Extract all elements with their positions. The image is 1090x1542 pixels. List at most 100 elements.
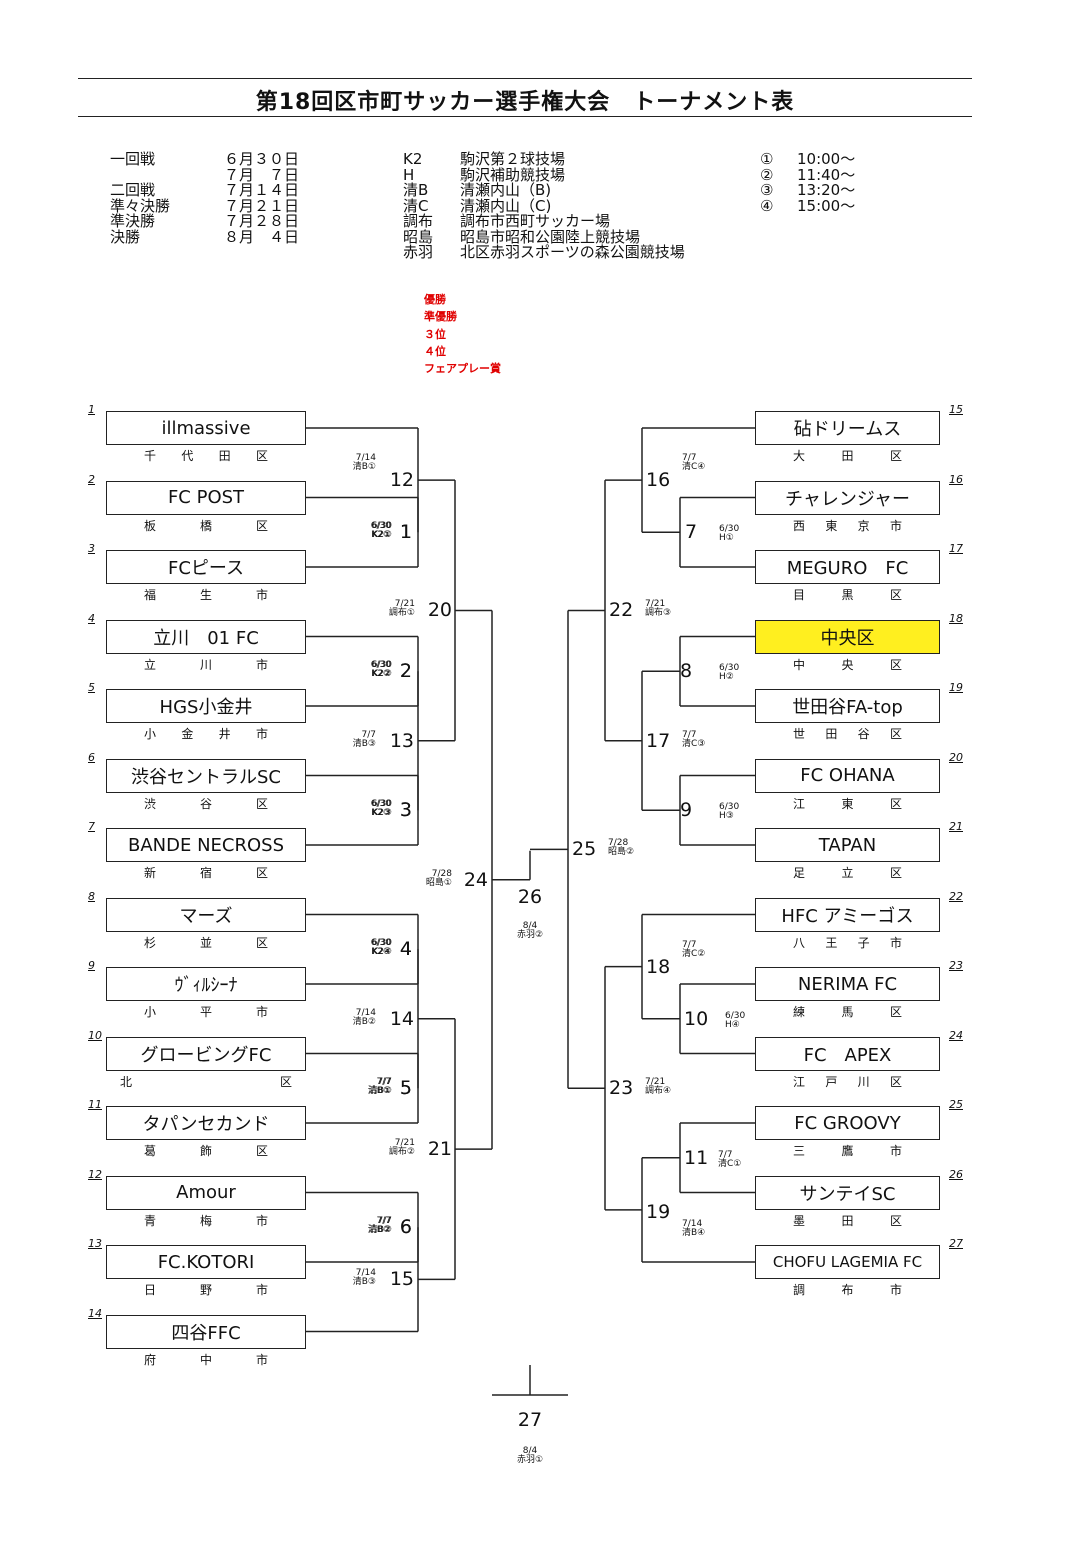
schedule-round: 一回戦 — [110, 150, 156, 168]
match-number: 4 — [399, 938, 412, 961]
team-box: FC OHANA — [755, 758, 940, 793]
ward-char: 練 — [793, 1005, 806, 1019]
ward-char: 区 — [889, 727, 902, 741]
seed-number: 13 — [88, 1237, 102, 1250]
ward-char: 区 — [889, 1074, 902, 1089]
ward-label: 葛飾区 — [144, 1142, 268, 1158]
match-date: 6/30 — [370, 938, 391, 949]
match-venue: 清C② — [682, 948, 706, 959]
match-venue: 調布④ — [645, 1086, 672, 1097]
time-slot: ① — [760, 150, 774, 168]
ward-label: 北区 — [120, 1073, 292, 1089]
schedule-round: 二回戦 — [110, 181, 156, 199]
venue-code: 赤羽 — [403, 243, 434, 261]
team-box: FC APEX — [755, 1036, 940, 1071]
ward-char: 立 — [144, 657, 157, 672]
match-date: 7/28 — [608, 838, 629, 849]
ward-label: 西東京市 — [793, 517, 902, 533]
match-venue: 昭島② — [608, 847, 635, 858]
venue-name: 昭島市昭和公園陸上競技場 — [460, 227, 641, 246]
ward-char: 市 — [889, 935, 902, 950]
match-venue: 赤羽① — [516, 1455, 544, 1465]
ward-char: 京 — [857, 518, 870, 533]
ward-char: 大 — [793, 449, 806, 463]
ward-label: 小平市 — [144, 1003, 268, 1019]
match-number: 22 — [609, 599, 634, 622]
time-value: 11:40～ — [797, 165, 856, 184]
schedule-round: 決勝 — [110, 227, 141, 246]
ward-char: 区 — [889, 866, 902, 880]
ward-char: 区 — [889, 796, 902, 811]
match-venue: 清B② — [368, 1225, 392, 1236]
ward-char: 市 — [255, 588, 268, 602]
schedule-date: ７月２１日 — [224, 196, 300, 215]
match-date: 8/4 — [522, 920, 538, 931]
match-date: 6/30 — [370, 799, 391, 810]
match-date: 7/14 — [355, 1268, 376, 1279]
ward-char: 小 — [144, 727, 157, 741]
match-number: 21 — [427, 1138, 452, 1161]
match-date: 7/28 — [431, 868, 452, 879]
ward-label: 江東区 — [793, 795, 902, 811]
team-box: マーズ — [106, 897, 306, 932]
ward-label: 墨田区 — [793, 1212, 902, 1228]
seed-number: 26 — [949, 1167, 963, 1181]
match-date: 7/7 — [361, 729, 376, 740]
match-venue: H④ — [725, 1019, 740, 1030]
match-number: 4 — [399, 938, 412, 961]
seed-number: 27 — [949, 1237, 963, 1250]
match-number: 19 — [646, 1200, 671, 1223]
match-number: 12 — [389, 469, 414, 492]
seed-number: 15 — [949, 403, 963, 416]
ward-char: 板 — [144, 518, 157, 533]
match-number: 3 — [399, 799, 412, 822]
award-label: フェアプレー賞 — [424, 362, 501, 376]
seed-number: 10 — [88, 1028, 102, 1042]
venue-code: 清C — [403, 196, 429, 215]
ward-char: 代 — [181, 449, 194, 463]
match-number: 6 — [399, 1216, 412, 1239]
team-box: サンテイSC — [755, 1175, 940, 1210]
team-box: HGS小金井 — [106, 689, 306, 723]
match-venue: 清C④ — [682, 462, 706, 473]
ward-label: 杉並区 — [144, 934, 268, 950]
ward-char: 区 — [255, 866, 268, 880]
match-date: 6/30 — [371, 938, 392, 949]
award-label: 優勝 — [424, 293, 446, 306]
team-box: 四谷FFC — [106, 1314, 306, 1349]
venue-code: 調布 — [403, 212, 434, 230]
schedule-date: ６月３０日 — [224, 150, 300, 168]
ward-char: 鷹 — [841, 1144, 854, 1158]
match-venue: K2③ — [372, 808, 392, 819]
match-venue: K2① — [372, 530, 392, 541]
match-number: 25 — [572, 838, 597, 861]
match-date: 7/7 — [682, 939, 697, 950]
ward-label: 中央区 — [793, 656, 902, 672]
ward-char: 川 — [857, 1074, 870, 1089]
team-box: 立川 01 FC — [106, 619, 306, 654]
ward-label: 江戸川区 — [793, 1073, 902, 1089]
team-box: タパンセカンド — [106, 1106, 306, 1140]
match-venue: 調布① — [388, 608, 415, 619]
ward-label: 大田区 — [793, 447, 902, 463]
time-slot: ② — [760, 165, 774, 184]
ward-char: 区 — [889, 588, 902, 602]
match-number: 11 — [684, 1146, 709, 1169]
match-venue: H① — [719, 533, 734, 544]
schedule-date: ８月 ４日 — [224, 227, 300, 246]
ward-char: 立 — [841, 866, 854, 880]
seed-number: 6 — [88, 750, 95, 764]
match-date: 6/30 — [719, 802, 740, 813]
ward-char: 市 — [255, 1352, 268, 1367]
match-number: 20 — [427, 599, 452, 622]
seed-number: 23 — [949, 959, 963, 972]
match-venue: K2① — [371, 530, 391, 541]
ward-char: 布 — [841, 1283, 854, 1297]
ward-char: 央 — [841, 657, 854, 672]
